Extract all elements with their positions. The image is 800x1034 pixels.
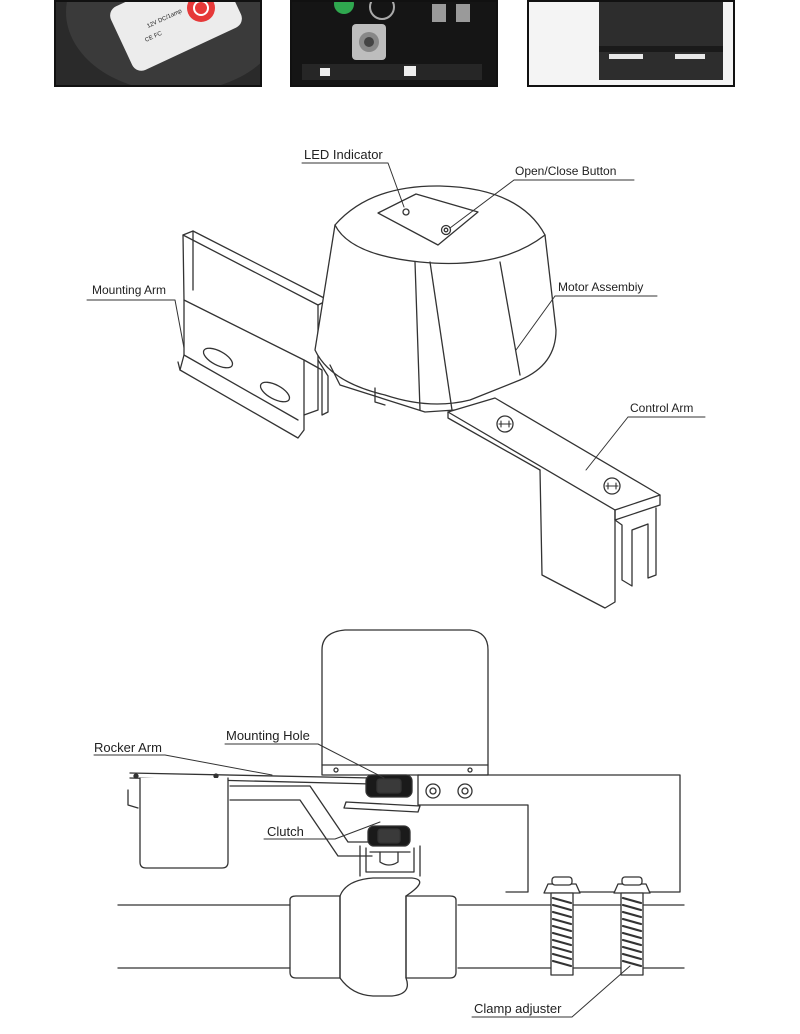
actuator-motor-side [321, 629, 489, 776]
mounting-arm-bracket [177, 230, 329, 439]
photo-mount-bracket [527, 0, 735, 87]
device-interior-photo-art [292, 2, 496, 85]
top-leader-lines [86, 162, 706, 471]
label-mounting-arm: Mounting Arm [92, 283, 166, 297]
label-control-arm: Control Arm [630, 401, 693, 415]
label-open-close-button: Open/Close Button [515, 164, 616, 178]
mounting-hole-bracket [417, 774, 681, 893]
label-led-indicator: LED Indicator [304, 147, 383, 162]
device-label-photo-art: 12V DC/1amp CE FC [66, 2, 260, 85]
photo-device-interior [290, 0, 498, 87]
motor-assembly-body [314, 185, 557, 413]
control-arm-bracket [447, 397, 661, 609]
photo-device-label: 12V DC/1amp CE FC [54, 0, 262, 87]
label-mounting-hole: Mounting Hole [226, 728, 310, 743]
label-clamp-adjuster: Clamp adjuster [474, 1001, 562, 1016]
label-motor-assembly: Motor Assembiy [558, 280, 643, 294]
rocker-arm-part [127, 772, 373, 869]
clamp-adjusters [543, 876, 651, 976]
label-rocker-arm: Rocker Arm [94, 740, 162, 755]
bottom-leader-lines [93, 743, 631, 1018]
label-clutch: Clutch [267, 824, 304, 839]
ball-valve-pipe [117, 877, 685, 997]
mount-bracket-photo-art [599, 2, 723, 80]
clutch-coupling [343, 774, 421, 877]
